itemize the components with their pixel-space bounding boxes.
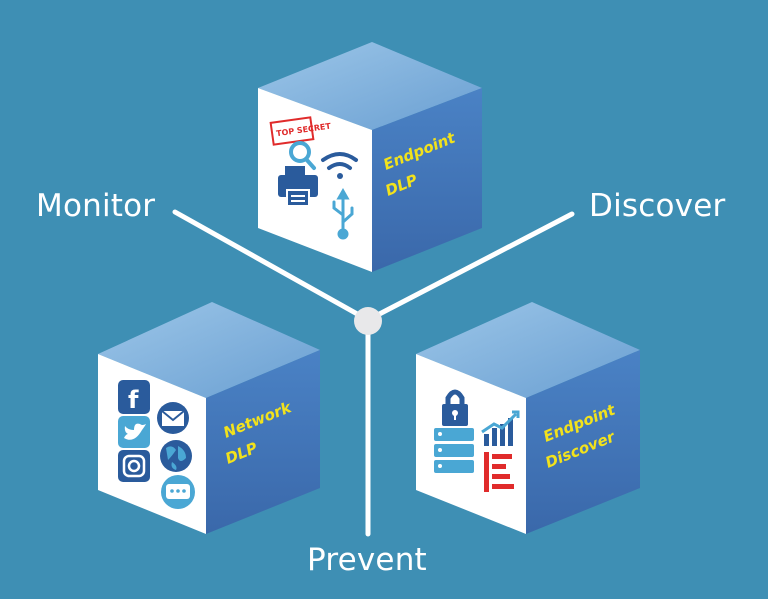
line-discover [365,211,575,323]
cube-side-face [372,88,482,272]
printer-icon [278,166,318,207]
cube-side-face [526,350,640,534]
cube-endpoint-dlp: TOP SECRET Endpoint DLP [258,42,482,272]
svg-text:f: f [128,386,139,414]
monitor-label: Monitor [36,188,156,224]
chat-icon [161,475,195,509]
connector-lines [172,209,575,537]
lock-icon [442,389,468,426]
document-icon [484,452,514,492]
usb-icon [332,187,354,240]
globe-icon [160,440,192,472]
cube-top-face [416,302,640,398]
cube-network-dlp: f Network DLP [98,302,320,534]
discover-label: Discover [589,188,726,224]
center-node [354,307,382,335]
instagram-icon [118,450,150,482]
wifi-icon [321,152,358,179]
cube-top-face [98,302,320,398]
email-icon [157,402,189,434]
cube-top-face [258,42,482,130]
twitter-icon [118,416,150,448]
cube-endpoint-discover: Endpoint Discover [416,302,640,534]
line-monitor [172,209,371,323]
chart-icon [481,410,520,446]
prevent-label: Prevent [307,542,427,578]
server-icon [434,428,474,473]
cube-side-face [206,350,320,534]
facebook-icon: f [118,380,150,414]
